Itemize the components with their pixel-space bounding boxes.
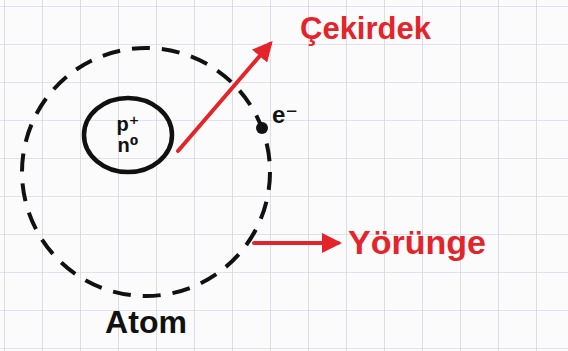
leader-arrow [254, 241, 338, 245]
nucleus-circle: p⁺ n⁰ [82, 96, 174, 174]
atom-title: Atom [18, 306, 274, 340]
orbit-label: Yörünge [348, 224, 486, 261]
electron-label: e⁻ [272, 102, 298, 128]
nucleus-circle-shape [84, 98, 172, 172]
orbit-circle-outline [18, 44, 274, 344]
nucleus-text: p⁺ n⁰ [111, 114, 145, 156]
text-holder: Atom [18, 306, 274, 340]
text-holder: p⁺ n⁰ [82, 96, 174, 174]
leader-arrow [178, 44, 270, 151]
orbit-circle: Atom p⁺ n⁰ [18, 44, 274, 344]
orbit-circle-shape [22, 48, 270, 296]
nucleus-label: Çekirdek [300, 12, 431, 46]
